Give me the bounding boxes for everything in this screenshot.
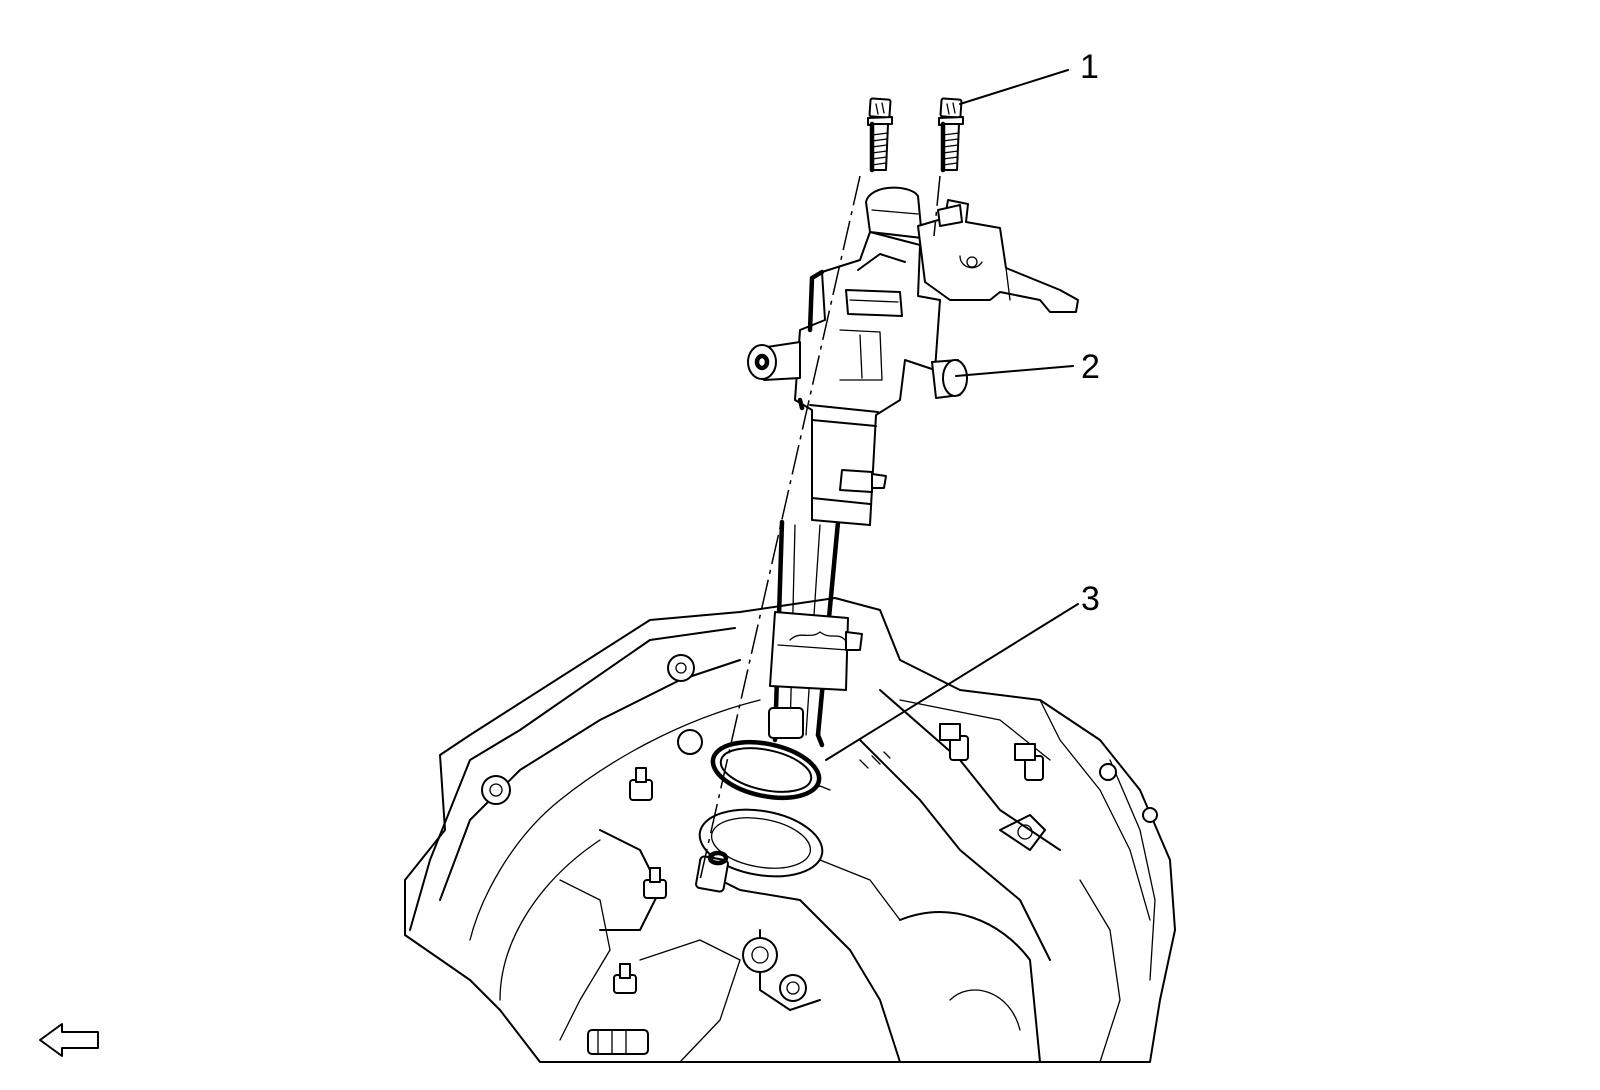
leader-line-2	[955, 365, 1074, 377]
bolt-right	[938, 97, 964, 173]
leader-line-3	[825, 603, 1079, 761]
stud-left-upper	[629, 767, 653, 801]
bolt-left	[867, 97, 893, 173]
stud-left-lower	[613, 963, 637, 994]
o-ring-seal	[710, 739, 822, 801]
callout-3: 3	[1081, 580, 1100, 618]
shifter-assembly	[747, 186, 1079, 748]
callout-2: 2	[1081, 348, 1100, 386]
alignment-line-left-bolt	[699, 175, 861, 881]
stud-left-mid	[643, 867, 667, 899]
callout-1: 1	[1080, 48, 1099, 86]
arrow-left-icon	[39, 1023, 99, 1057]
stud-right-b	[1014, 743, 1044, 781]
bolt-head-right	[1099, 763, 1117, 781]
connector-lower-left	[587, 1029, 649, 1055]
leader-line-1	[959, 69, 1069, 105]
stud-right-a	[939, 723, 969, 761]
bolt-head-far-right	[1142, 807, 1158, 823]
case-bore	[695, 808, 824, 893]
alignment-line-right-bolt	[933, 175, 941, 237]
